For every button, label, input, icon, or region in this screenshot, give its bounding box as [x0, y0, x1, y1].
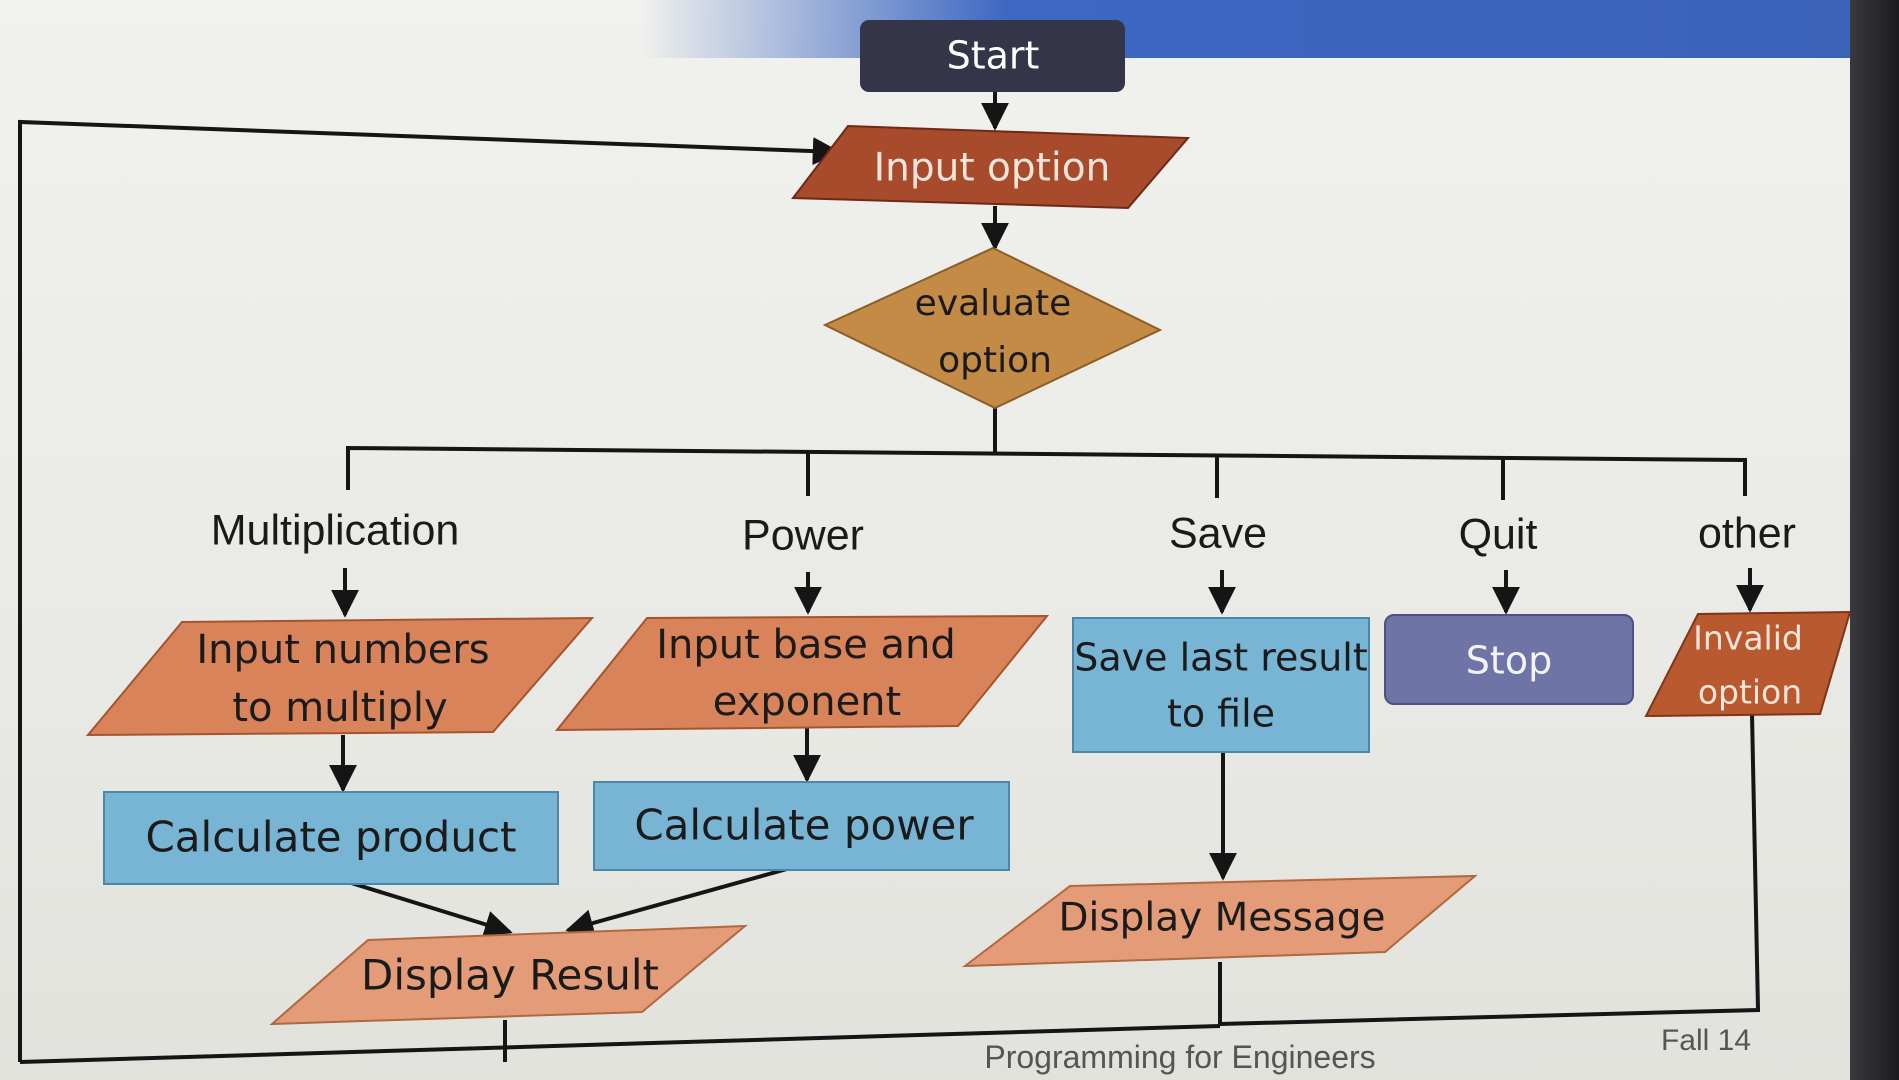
footer-course: Programming for Engineers: [984, 1039, 1375, 1075]
evaluate-line2: option: [938, 340, 1052, 381]
calculate-power-node: Calculate power: [593, 781, 1010, 871]
branch-multiplication: Multiplication: [211, 506, 460, 554]
edge-product-to-display: [334, 876, 513, 938]
input-option-label: Input option: [874, 146, 1111, 191]
edge-branch-bus: [346, 445, 1747, 496]
display-result-node: Display Result: [269, 924, 748, 1026]
branch-power: Power: [742, 511, 864, 559]
save-file-node: Save last result to file: [1072, 617, 1370, 753]
calculate-product-label: Calculate product: [145, 813, 516, 862]
monitor-bezel: [1850, 0, 1899, 1080]
edge-power-to-display: [565, 862, 806, 937]
save-file-line1: Save last result: [1074, 636, 1367, 680]
invalid-line1: Invalid: [1693, 619, 1803, 658]
display-message-label: Display Message: [1058, 896, 1385, 941]
display-message-node: Display Message: [961, 874, 1478, 968]
calculate-power-label: Calculate power: [634, 801, 974, 850]
branch-save: Save: [1169, 509, 1267, 557]
evaluate-line1: evaluate: [915, 283, 1072, 324]
edge-loop-back: [18, 119, 841, 1062]
edge-bottom-return: [19, 1024, 1221, 1064]
input-base-node: Input base and exponent: [554, 614, 1050, 732]
invalid-option-node: Invalid option: [1644, 610, 1852, 718]
start-label: Start: [947, 34, 1040, 78]
input-numbers-line2: to multiply: [232, 685, 447, 731]
branch-other: other: [1698, 509, 1796, 557]
header-band: [640, 0, 1860, 58]
branch-labels: Multiplication Power Save Quit other: [211, 506, 1796, 559]
input-numbers-line1: Input numbers: [196, 627, 489, 673]
save-file-line2: to file: [1167, 692, 1275, 736]
evaluate-option-decision: evaluate option: [822, 246, 1163, 410]
start-terminal: Start: [860, 20, 1125, 92]
input-base-line2: exponent: [713, 679, 901, 725]
branch-quit: Quit: [1459, 510, 1538, 558]
input-option-node: Input option: [791, 124, 1191, 210]
edge-invalid-return: [1219, 713, 1761, 1026]
input-base-line1: Input base and: [656, 622, 956, 668]
input-numbers-node: Input numbers to multiply: [85, 616, 595, 737]
invalid-line2: option: [1698, 673, 1802, 712]
display-result-label: Display Result: [361, 951, 659, 1000]
footer-term: Fall 14: [1661, 1024, 1751, 1057]
calculate-product-node: Calculate product: [103, 791, 559, 885]
stop-terminal: Stop: [1384, 614, 1634, 705]
stop-label: Stop: [1466, 639, 1552, 683]
connectors: [18, 92, 1764, 1064]
